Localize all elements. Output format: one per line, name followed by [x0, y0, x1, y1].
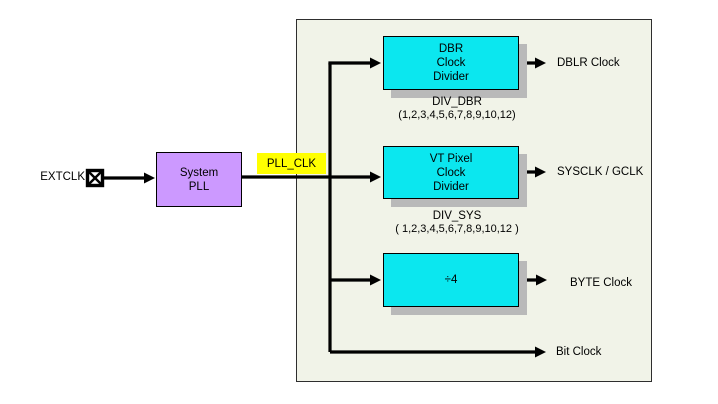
external-clock-port-icon: [85, 168, 105, 188]
divide-by-4-label: ÷4: [444, 274, 458, 286]
dbr-divider-parameter: DIV_DBR (1,2,3,4,5,6,7,8,9,10,12): [375, 96, 539, 121]
vt-parameter-values: ( 1,2,3,4,5,6,7,8,9,10,12 ): [395, 222, 519, 235]
bit-clock-output-label: Bit Clock: [556, 346, 602, 358]
system-pll-label-line1: System: [179, 166, 219, 179]
system-pll-block: System PLL: [156, 152, 242, 207]
extclk-to-pll-arrow: [104, 172, 155, 184]
pll-clk-signal-tag: PLL_CLK: [257, 153, 326, 174]
dbr-label-line3: Divider: [433, 71, 469, 83]
dbr-clock-divider-block: DBR Clock Divider: [383, 36, 519, 90]
dbr-label-line1: DBR: [438, 43, 464, 55]
sysclk-gclk-output-label: SYSCLK / GCLK: [557, 166, 644, 178]
system-pll-label-line2: PLL: [188, 180, 210, 193]
div4-output-arrow: [519, 274, 547, 286]
vt-parameter-name: DIV_SYS: [432, 210, 482, 222]
dbr-label-line2: Clock: [436, 57, 466, 69]
extclk-input-label: EXTCLK: [40, 171, 85, 183]
divide-by-4-block: ÷4: [383, 253, 519, 307]
dbr-parameter-values: (1,2,3,4,5,6,7,8,9,10,12): [398, 108, 516, 121]
dblr-clock-output-label: DBLR Clock: [557, 57, 620, 69]
vt-label-line1: VT Pixel: [429, 152, 473, 165]
trunk-to-div4-arrow: [330, 274, 381, 286]
dbr-parameter-name: DIV_DBR: [432, 96, 482, 108]
vt-output-arrow: [519, 166, 546, 178]
byte-clock-output-label: BYTE Clock: [570, 277, 632, 289]
vt-label-line3: Divider: [433, 180, 469, 193]
trunk-to-bit-clock-arrow: [330, 346, 546, 358]
vt-label-line2: Clock: [436, 166, 466, 179]
trunk-to-dbr-arrow: [328, 57, 381, 69]
pll-clk-main-wire: [242, 171, 381, 183]
dbr-output-arrow: [519, 57, 546, 69]
vt-divider-parameter: DIV_SYS ( 1,2,3,4,5,6,7,8,9,10,12 ): [375, 210, 539, 235]
vt-pixel-clock-divider-block: VT Pixel Clock Divider: [383, 146, 519, 199]
